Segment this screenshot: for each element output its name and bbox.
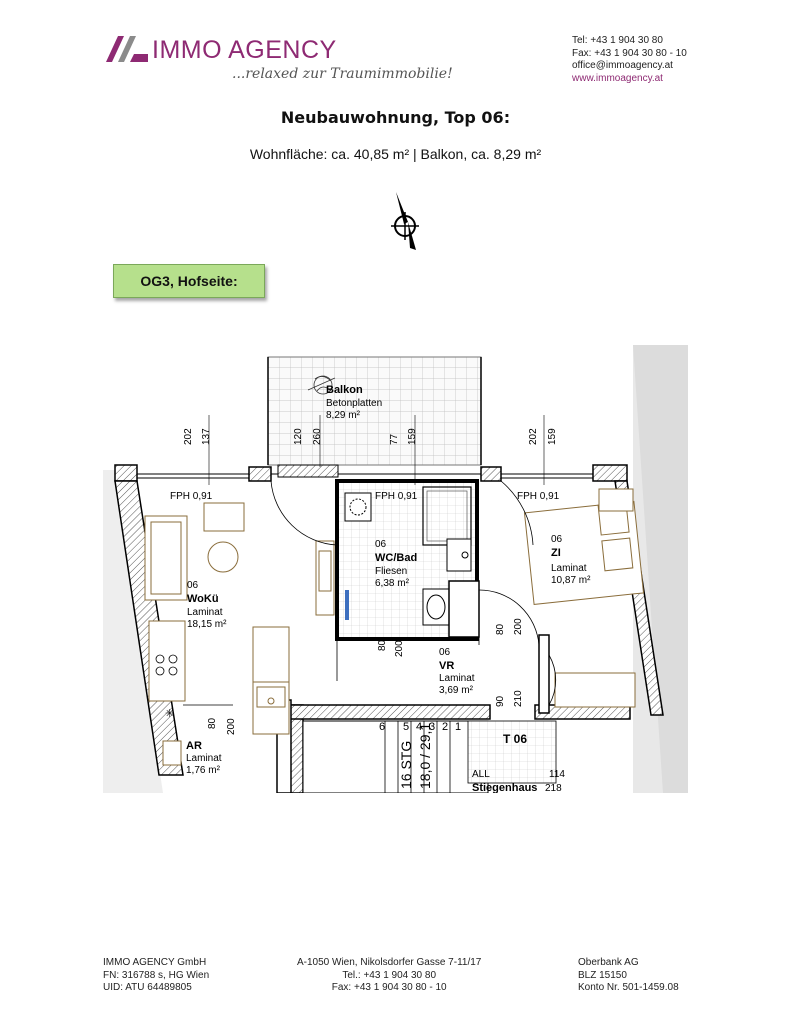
contact-web[interactable]: www.immoagency.at bbox=[572, 72, 663, 84]
logo-mark-icon bbox=[106, 36, 148, 62]
contact-fax: Fax: +43 1 904 30 80 - 10 bbox=[572, 47, 687, 59]
svg-text:10,87 m²: 10,87 m² bbox=[551, 575, 591, 586]
svg-text:260: 260 bbox=[312, 428, 323, 445]
balcony-name: Balkon bbox=[326, 384, 363, 396]
room-zi: 06 ZI Laminat 10,87 m² bbox=[551, 534, 591, 586]
footer-bank: Oberbank AG BLZ 15150 Konto Nr. 501-1459… bbox=[578, 957, 679, 995]
svg-text:VR: VR bbox=[439, 660, 454, 672]
footer-company-name: IMMO AGENCY GmbH bbox=[103, 957, 207, 968]
footer-uid: UID: ATU 64489805 bbox=[103, 982, 192, 993]
svg-text:80: 80 bbox=[377, 639, 388, 651]
svg-text:80: 80 bbox=[495, 623, 506, 635]
svg-text:Laminat: Laminat bbox=[439, 673, 475, 684]
svg-text:202: 202 bbox=[528, 428, 539, 445]
all-label: ALL bbox=[472, 769, 490, 780]
svg-text:6,38 m²: 6,38 m² bbox=[375, 578, 410, 589]
room-woku: 06 WoKü Laminat 18,15 m² bbox=[187, 580, 227, 630]
footer-tel: Tel.: +43 1 904 30 80 bbox=[342, 969, 437, 981]
logo-name: IMMO AGENCY bbox=[152, 36, 337, 64]
footer-fax: Fax: +43 1 904 30 80 - 10 bbox=[331, 982, 447, 993]
balcony-area bbox=[267, 356, 482, 466]
room-vr: 06 VR Laminat 3,69 m² bbox=[439, 647, 475, 696]
svg-text:18,15 m²: 18,15 m² bbox=[187, 619, 227, 630]
svg-text:06: 06 bbox=[551, 534, 563, 545]
svg-text:WC/Bad: WC/Bad bbox=[375, 552, 417, 564]
floor-badge: OG3, Hofseite: bbox=[113, 264, 265, 298]
svg-text:80: 80 bbox=[207, 717, 218, 729]
stairwell-label: Stiegenhaus bbox=[472, 782, 537, 793]
svg-text:137: 137 bbox=[201, 428, 212, 445]
svg-text:120: 120 bbox=[293, 428, 304, 445]
footer-blz: BLZ 15150 bbox=[578, 969, 627, 981]
svg-text:200: 200 bbox=[226, 718, 237, 735]
footer-bank-name: Oberbank AG bbox=[578, 957, 639, 968]
fph-label: FPH 0,91 bbox=[517, 491, 560, 502]
svg-text:06: 06 bbox=[187, 580, 199, 591]
svg-text:2: 2 bbox=[442, 721, 448, 733]
svg-text:06: 06 bbox=[439, 647, 451, 658]
room-wc-bad: 06 WC/Bad Fliesen 6,38 m² bbox=[375, 539, 417, 589]
page-title: Neubauwohnung, Top 06: bbox=[280, 108, 511, 127]
fph-label: FPH 0,91 bbox=[170, 491, 213, 502]
svg-text:WoKü: WoKü bbox=[187, 593, 219, 605]
svg-text:200: 200 bbox=[513, 618, 524, 635]
footer-fn: FN: 316788 s, HG Wien bbox=[103, 969, 210, 981]
svg-text:1,76 m²: 1,76 m² bbox=[186, 765, 221, 776]
svg-text:159: 159 bbox=[547, 428, 558, 445]
svg-text:✳: ✳ bbox=[165, 708, 174, 720]
contact-email[interactable]: office@immoagency.at bbox=[572, 60, 673, 71]
svg-text:5: 5 bbox=[403, 721, 409, 733]
balcony-area-label: 8,29 m² bbox=[326, 410, 361, 421]
room-ar: AR Laminat 1,76 m² bbox=[186, 740, 222, 776]
svg-text:ZI: ZI bbox=[551, 547, 561, 559]
svg-text:Laminat: Laminat bbox=[551, 563, 587, 574]
footer-street: A-1050 Wien, Nikolsdorfer Gasse 7-11/17 bbox=[297, 957, 482, 968]
svg-text:1: 1 bbox=[455, 721, 461, 733]
stair-ratio-label: 18,0 / 29,1 bbox=[417, 723, 433, 789]
svg-text:06: 06 bbox=[375, 539, 387, 550]
svg-text:4: 4 bbox=[416, 721, 422, 733]
contact-tel: Tel: +43 1 904 30 80 bbox=[572, 35, 663, 46]
svg-text:Laminat: Laminat bbox=[187, 607, 223, 618]
balcony-material: Betonplatten bbox=[326, 398, 382, 409]
svg-text:3: 3 bbox=[429, 721, 435, 733]
svg-text:3,69 m²: 3,69 m² bbox=[439, 685, 474, 696]
svg-text:AR: AR bbox=[186, 740, 202, 752]
all-dim: 114 bbox=[549, 769, 565, 780]
svg-text:77: 77 bbox=[389, 433, 400, 445]
fph-label: FPH 0,91 bbox=[375, 491, 418, 502]
area-subtitle: Wohnfläche: ca. 40,85 m² | Balkon, ca. 8… bbox=[249, 146, 542, 162]
compass-icon bbox=[391, 192, 419, 250]
logo-slogan: ...relaxed zur Traumimmobilie! bbox=[232, 66, 453, 82]
footer-konto: Konto Nr. 501-1459.08 bbox=[578, 982, 679, 993]
header-contact: Tel: +43 1 904 30 80 Fax: +43 1 904 30 8… bbox=[572, 35, 687, 85]
unit-label: T 06 bbox=[503, 732, 527, 746]
floor-plan: ✳ 6 5 4 3 2 1 16 STG 18,0 / 29,1 Balkon … bbox=[103, 345, 688, 793]
stairwell-dim: 218 bbox=[545, 783, 562, 793]
stair-steps-label: 16 STG bbox=[398, 741, 414, 789]
svg-text:Laminat: Laminat bbox=[186, 753, 222, 764]
svg-text:159: 159 bbox=[407, 428, 418, 445]
svg-text:90: 90 bbox=[495, 695, 506, 707]
footer-company: IMMO AGENCY GmbH FN: 316788 s, HG Wien U… bbox=[103, 957, 209, 995]
svg-text:210: 210 bbox=[513, 690, 524, 707]
footer-address: A-1050 Wien, Nikolsdorfer Gasse 7-11/17 … bbox=[297, 957, 481, 995]
svg-text:6: 6 bbox=[379, 721, 385, 733]
svg-text:202: 202 bbox=[183, 428, 194, 445]
svg-text:Fliesen: Fliesen bbox=[375, 566, 407, 577]
svg-text:200: 200 bbox=[394, 640, 405, 657]
